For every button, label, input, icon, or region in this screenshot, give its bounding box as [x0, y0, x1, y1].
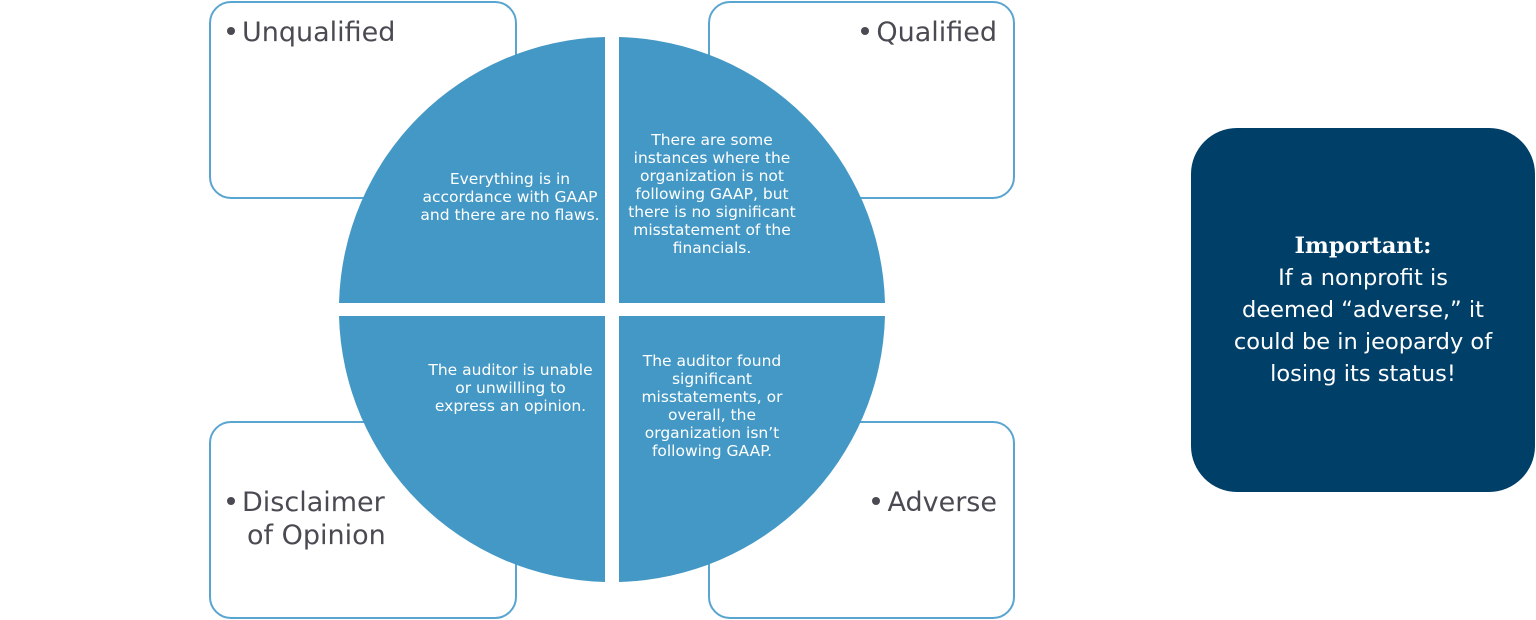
disclaimer-label-line1: Disclaimer: [242, 487, 385, 518]
bullet-icon: [227, 496, 235, 505]
qualified-label-text: Qualified: [876, 17, 997, 48]
bullet-icon: [227, 26, 235, 35]
adverse-description: The auditor found significant misstateme…: [641, 352, 783, 460]
bullet-icon: [861, 26, 870, 35]
adverse-label: Adverse: [872, 486, 997, 519]
adverse-label-text: Adverse: [887, 487, 997, 518]
bullet-icon: [872, 496, 881, 505]
callout-body: If a nonprofit is deemed “adverse,” it c…: [1233, 265, 1493, 387]
quadrant-bottom-left: [339, 316, 605, 582]
disclaimer-label-line2: of Opinion: [247, 520, 386, 551]
qualified-label: Qualified: [861, 16, 997, 49]
qualified-description: There are some instances where the organ…: [628, 131, 796, 257]
unqualified-label-text: Unqualified: [242, 17, 396, 48]
disclaimer-description: The auditor is unable or unwilling to ex…: [428, 361, 593, 415]
quadrant-top-left: [339, 37, 605, 303]
important-callout: Important: If a nonprofit is deemed “adv…: [1191, 128, 1535, 492]
callout-title: Important:: [1294, 233, 1432, 259]
quadrant-top-right: [619, 37, 885, 303]
unqualified-label: Unqualified: [227, 16, 395, 49]
unqualified-description: Everything is in accordance with GAAP an…: [420, 170, 600, 224]
quadrant-bottom-right: [619, 316, 885, 582]
